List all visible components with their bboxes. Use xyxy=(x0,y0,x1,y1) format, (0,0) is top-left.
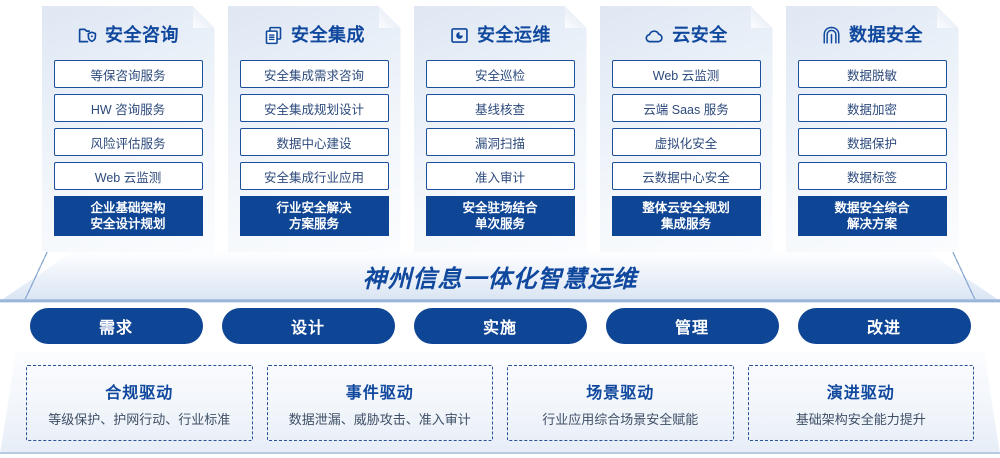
pillar-header: 数据安全 xyxy=(798,14,947,56)
fingerprint-icon xyxy=(821,25,842,46)
pillar-summary-line: 解决方案 xyxy=(846,217,897,231)
pillar-summary-card[interactable]: 行业安全解决 方案服务 xyxy=(240,196,389,236)
pillar-security-consulting[interactable]: 安全咨询 等保咨询服务 HW 咨询服务 风险评估服务 Web 云监测 企业基础架… xyxy=(42,6,215,252)
pillar-item[interactable]: 数据中心建设 xyxy=(240,128,389,156)
pillar-summary-line: 数据安全综合 xyxy=(834,201,910,215)
pillar-item[interactable]: 基线核查 xyxy=(426,94,575,122)
pillar-item[interactable]: 安全集成行业应用 xyxy=(240,162,389,190)
stacked-documents-icon xyxy=(263,25,284,46)
pillar-item[interactable]: Web 云监测 xyxy=(612,60,761,88)
pillar-item[interactable]: 数据脱敏 xyxy=(798,60,947,88)
pillar-header: 安全运维 xyxy=(426,14,575,56)
pillar-header: 安全集成 xyxy=(240,14,389,56)
pillar-item[interactable]: 数据保护 xyxy=(798,128,947,156)
pillar-item[interactable]: 虚拟化安全 xyxy=(612,128,761,156)
pillar-header: 安全咨询 xyxy=(54,14,203,56)
cloud-icon xyxy=(644,25,665,46)
pillar-summary-line: 集成服务 xyxy=(660,217,711,231)
folder-shield-icon xyxy=(77,25,98,46)
pillar-item[interactable]: 安全巡检 xyxy=(426,60,575,88)
platform-title: 神州信息一体化智慧运维 xyxy=(362,266,638,293)
pillar-item[interactable]: 等保咨询服务 xyxy=(54,60,203,88)
pillar-security-integration[interactable]: 安全集成 安全集成需求咨询 安全集成规划设计 数据中心建设 安全集成行业应用 行… xyxy=(228,6,401,252)
pillar-title: 安全集成 xyxy=(291,25,365,45)
drivers-band: 合规驱动 等级保护、护网行动、行业标准 事件驱动 数据泄漏、威胁攻击、准入审计 … xyxy=(0,352,1000,454)
pillar-item[interactable]: 风险评估服务 xyxy=(54,128,203,156)
platform-slab: 神州信息一体化智慧运维 xyxy=(0,252,1000,305)
pillar-header: 云安全 xyxy=(612,14,761,56)
pillar-item[interactable]: 数据标签 xyxy=(798,162,947,190)
pillar-item[interactable]: 安全集成规划设计 xyxy=(240,94,389,122)
pillar-summary-line: 安全驻场结合 xyxy=(462,201,538,215)
pillar-summary-card[interactable]: 安全驻场结合 单次服务 xyxy=(426,196,575,236)
pillar-title: 云安全 xyxy=(672,25,728,45)
pillar-summary-line: 企业基础架构 xyxy=(90,201,166,215)
pillar-item[interactable]: HW 咨询服务 xyxy=(54,94,203,122)
phase-pill-requirement[interactable]: 需求 xyxy=(29,308,203,344)
driver-subtitle: 数据泄漏、威胁攻击、准入审计 xyxy=(288,411,471,427)
pillars-row: 安全咨询 等保咨询服务 HW 咨询服务 风险评估服务 Web 云监测 企业基础架… xyxy=(0,6,1000,258)
driver-title: 事件驱动 xyxy=(345,384,414,402)
pillar-item[interactable]: 数据加密 xyxy=(798,94,947,122)
pillar-summary-line: 安全设计规划 xyxy=(90,217,166,231)
pillar-summary-line: 单次服务 xyxy=(474,217,525,231)
driver-title: 场景驱动 xyxy=(586,384,655,402)
driver-incident[interactable]: 事件驱动 数据泄漏、威胁攻击、准入审计 xyxy=(266,365,493,441)
phase-pill-implement[interactable]: 实施 xyxy=(413,308,587,344)
drivers-band-surface xyxy=(0,352,1000,454)
pillar-security-operations[interactable]: 安全运维 安全巡检 基线核查 漏洞扫描 准入审计 安全驻场结合 单次服务 xyxy=(414,6,587,252)
pillar-item[interactable]: 云端 Saas 服务 xyxy=(612,94,761,122)
driver-compliance[interactable]: 合规驱动 等级保护、护网行动、行业标准 xyxy=(26,365,253,441)
pillar-item[interactable]: 漏洞扫描 xyxy=(426,128,575,156)
pillar-summary-line: 方案服务 xyxy=(288,217,339,231)
platform-slab-right-edge xyxy=(926,252,1000,301)
driver-subtitle: 等级保护、护网行动、行业标准 xyxy=(48,411,231,427)
pie-chart-box-icon xyxy=(449,25,470,46)
pillar-summary-card[interactable]: 企业基础架构 安全设计规划 xyxy=(54,196,203,236)
phase-pill-manage[interactable]: 管理 xyxy=(605,308,779,344)
platform-slab-baseline xyxy=(0,299,1000,303)
platform-slab-left-edge xyxy=(0,252,74,301)
pillar-cloud-security[interactable]: 云安全 Web 云监测 云端 Saas 服务 虚拟化安全 云数据中心安全 整体云… xyxy=(600,6,773,252)
pillar-title: 数据安全 xyxy=(849,25,923,45)
platform-slab-surface xyxy=(0,252,1000,301)
pillar-item[interactable]: 安全集成需求咨询 xyxy=(240,60,389,88)
phase-pill-design[interactable]: 设计 xyxy=(221,308,395,344)
pillar-summary-card[interactable]: 数据安全综合 解决方案 xyxy=(798,196,947,236)
pillar-summary-card[interactable]: 整体云安全规划 集成服务 xyxy=(612,196,761,236)
driver-scenario[interactable]: 场景驱动 行业应用综合场景安全赋能 xyxy=(507,365,734,441)
pillar-summary-line: 整体云安全规划 xyxy=(642,201,730,215)
drivers-row: 合规驱动 等级保护、护网行动、行业标准 事件驱动 数据泄漏、威胁攻击、准入审计 … xyxy=(0,352,1000,454)
pillar-item[interactable]: 准入审计 xyxy=(426,162,575,190)
pillar-summary-line: 行业安全解决 xyxy=(276,201,352,215)
driver-subtitle: 基础架构安全能力提升 xyxy=(795,411,926,427)
pillar-title: 安全运维 xyxy=(477,25,551,45)
driver-subtitle: 行业应用综合场景安全赋能 xyxy=(542,411,699,427)
pillar-item[interactable]: Web 云监测 xyxy=(54,162,203,190)
driver-evolution[interactable]: 演进驱动 基础架构安全能力提升 xyxy=(747,365,974,441)
phase-pills-row: 需求 设计 实施 管理 改进 xyxy=(0,308,1000,348)
driver-title: 演进驱动 xyxy=(826,384,895,402)
pillar-title: 安全咨询 xyxy=(105,25,179,45)
pillar-item[interactable]: 云数据中心安全 xyxy=(612,162,761,190)
phase-pill-improve[interactable]: 改进 xyxy=(797,308,971,344)
drivers-band-baseline xyxy=(0,452,1000,454)
pillar-data-security[interactable]: 数据安全 数据脱敏 数据加密 数据保护 数据标签 数据安全综合 解决方案 xyxy=(786,6,959,252)
driver-title: 合规驱动 xyxy=(105,384,174,402)
